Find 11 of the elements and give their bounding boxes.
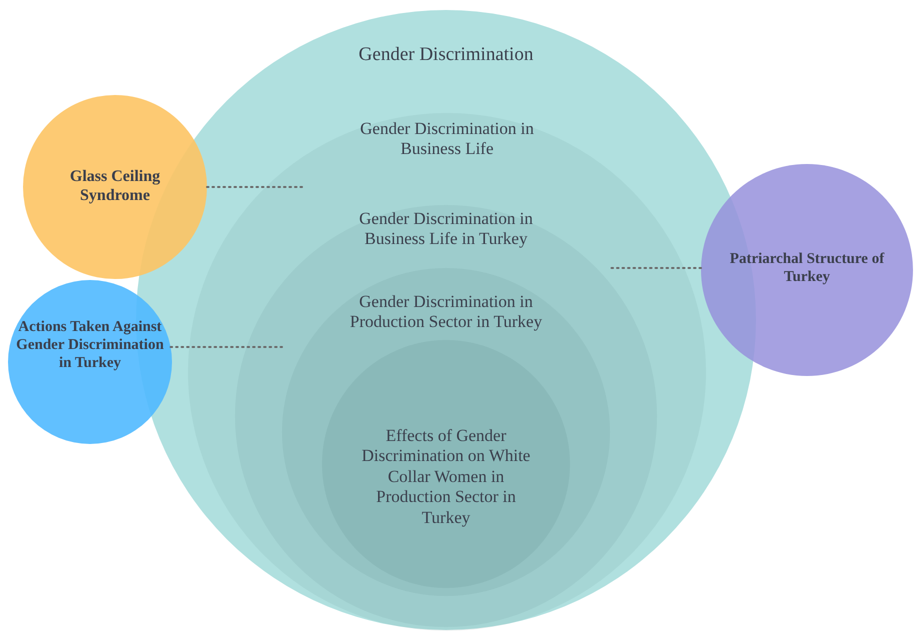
circle-label: Effects of Gender Discrimination on White Collar Women in Production Sector in Turkey <box>360 426 532 528</box>
circle-label: Gender Discrimination in Business Life in Turkey <box>358 209 534 250</box>
dotted-line <box>206 186 306 188</box>
dotted-line <box>609 267 702 269</box>
circle-label: Gender Discrimination in Production Sector in Turkey <box>348 292 544 333</box>
circle-label: Gender Discrimination <box>358 44 534 67</box>
circle-label: Actions Taken Against Gender Discrimination in Turkey <box>15 318 165 372</box>
dotted-line <box>170 346 283 348</box>
circle-label: Gender Discrimination in Business Life <box>359 119 535 160</box>
circle-label: Glass Ceiling Syndrome <box>68 167 162 206</box>
circle-label: Patriarchal Structure of Turkey <box>728 250 886 286</box>
